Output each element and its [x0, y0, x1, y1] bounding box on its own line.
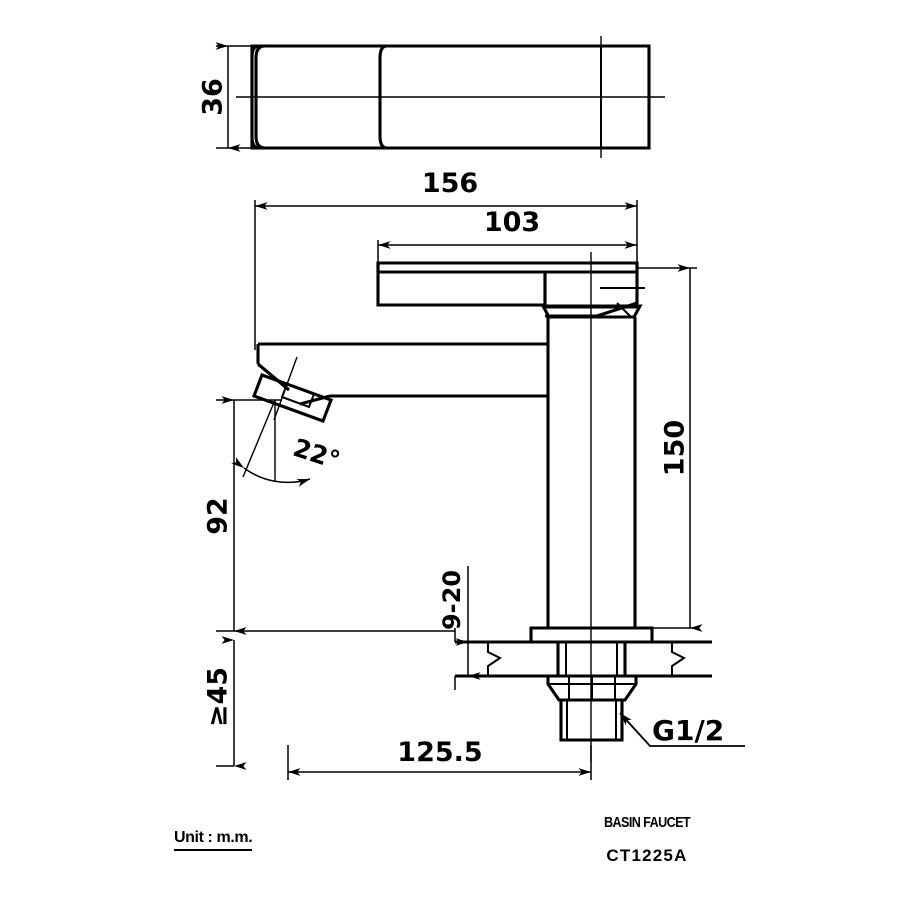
product-title: BASIN FAUCET [603, 814, 691, 831]
dimension-label-103: 103 [484, 207, 540, 238]
handle-lever [376, 261, 639, 307]
break-symbol-right [671, 642, 686, 676]
dimension-150-group: 150 [637, 264, 703, 632]
dimension-156-group: 156 [254, 168, 638, 350]
angle-22-group: 22° [231, 399, 344, 487]
model-code: CT1225A [606, 845, 688, 865]
break-symbol-left [487, 642, 502, 676]
thread-label-g12: G1/2 [652, 714, 724, 747]
dimension-9-20-group: 9-20 [438, 566, 481, 690]
title-block: BASIN FAUCET CT1225A [562, 814, 732, 866]
dimension-103-group: 103 [377, 207, 637, 278]
spout-nose-upper [257, 362, 290, 392]
unit-label: Unit : m.m. [174, 829, 253, 851]
top-view-group: 36 [198, 36, 665, 158]
dimension-label-9-20: 9-20 [438, 570, 466, 630]
angle-arc-22 [231, 457, 311, 487]
angle-tilt-ref [242, 399, 276, 478]
dimension-min45-group: ≥45 [203, 636, 247, 770]
dimension-label-125-5: 125.5 [397, 737, 482, 768]
dimension-label-92: 92 [203, 497, 234, 535]
dimension-label-150: 150 [660, 420, 691, 476]
leader-g12 [619, 712, 745, 747]
aerator-axis [273, 356, 298, 421]
dimension-125-5-group: 125.5 [287, 737, 592, 780]
thread-callout-group: G1/2 [619, 712, 745, 747]
angle-label-22: 22° [290, 433, 344, 475]
dimension-label-36: 36 [198, 78, 229, 116]
dimension-label-156: 156 [422, 168, 478, 199]
faucet-elevation-group [251, 252, 712, 762]
dimension-92-group: 92 [203, 396, 455, 635]
dimension-label-min45: ≥45 [203, 667, 234, 727]
